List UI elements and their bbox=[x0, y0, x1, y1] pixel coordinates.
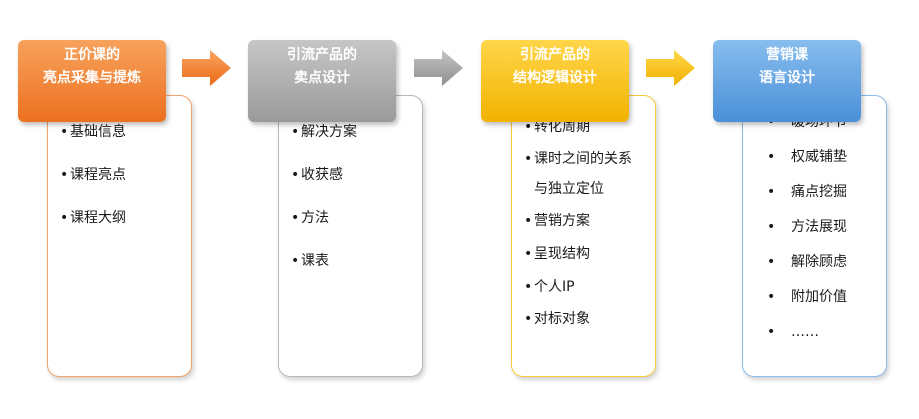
arrow-right-icon bbox=[414, 50, 463, 86]
list-item: •营销方案 bbox=[524, 213, 590, 229]
stage-title-line1: 引流产品的 bbox=[287, 47, 357, 63]
list-item: •课表 bbox=[291, 253, 329, 269]
list-item: •对标对象 bbox=[524, 311, 590, 327]
stage-title-line2: 卖点设计 bbox=[294, 70, 350, 86]
list-item: •课程大纲 bbox=[60, 210, 126, 226]
stage-3-card: •转化周期 •课时之间的关系 与独立定位 •营销方案 •呈现结构 •个人IP •… bbox=[511, 95, 656, 377]
list-item: •解除顾虑 bbox=[767, 254, 847, 270]
list-item: •个人IP bbox=[524, 279, 575, 295]
stage-4-header: 营销课 语言设计 bbox=[713, 40, 861, 122]
stage-title-line1: 引流产品的 bbox=[520, 47, 590, 63]
stage-1-card: •基础信息 •课程亮点 •课程大纲 bbox=[47, 95, 192, 377]
stage-title-line2: 结构逻辑设计 bbox=[513, 70, 597, 86]
list-item: •解决方案 bbox=[291, 124, 357, 140]
stage-title-line2: 亮点采集与提炼 bbox=[43, 70, 141, 86]
stage-3-header: 引流产品的 结构逻辑设计 bbox=[481, 40, 629, 122]
arrow-right-icon bbox=[646, 50, 695, 86]
stage-2-header: 引流产品的 卖点设计 bbox=[248, 40, 396, 122]
list-item: •痛点挖掘 bbox=[767, 184, 847, 200]
list-item: •课程亮点 bbox=[60, 167, 126, 183]
list-item: •权威铺垫 bbox=[767, 149, 847, 165]
arrow-right-icon bbox=[182, 50, 231, 86]
stage-title-line1: 正价课的 bbox=[64, 47, 120, 63]
list-item: •…… bbox=[767, 324, 819, 340]
list-item: •附加价值 bbox=[767, 289, 847, 305]
list-item: •收获感 bbox=[291, 167, 343, 183]
stage-2-card: •解决方案 •收获感 •方法 •课表 bbox=[278, 95, 423, 377]
stage-4-card: •暖场环节 •权威铺垫 •痛点挖掘 •方法展现 •解除顾虑 •附加价值 •…… bbox=[742, 95, 887, 377]
list-item: •呈现结构 bbox=[524, 246, 590, 262]
list-item: •课时之间的关系 bbox=[524, 151, 632, 167]
stage-1-header: 正价课的 亮点采集与提炼 bbox=[18, 40, 166, 122]
list-item: •方法 bbox=[291, 210, 329, 226]
list-item: 与独立定位 bbox=[534, 181, 604, 197]
stage-title-line1: 营销课 bbox=[766, 47, 808, 63]
list-item: •转化周期 bbox=[524, 119, 590, 135]
stage-title-line2: 语言设计 bbox=[759, 70, 815, 86]
list-item: •方法展现 bbox=[767, 219, 847, 235]
list-item: •基础信息 bbox=[60, 124, 126, 140]
